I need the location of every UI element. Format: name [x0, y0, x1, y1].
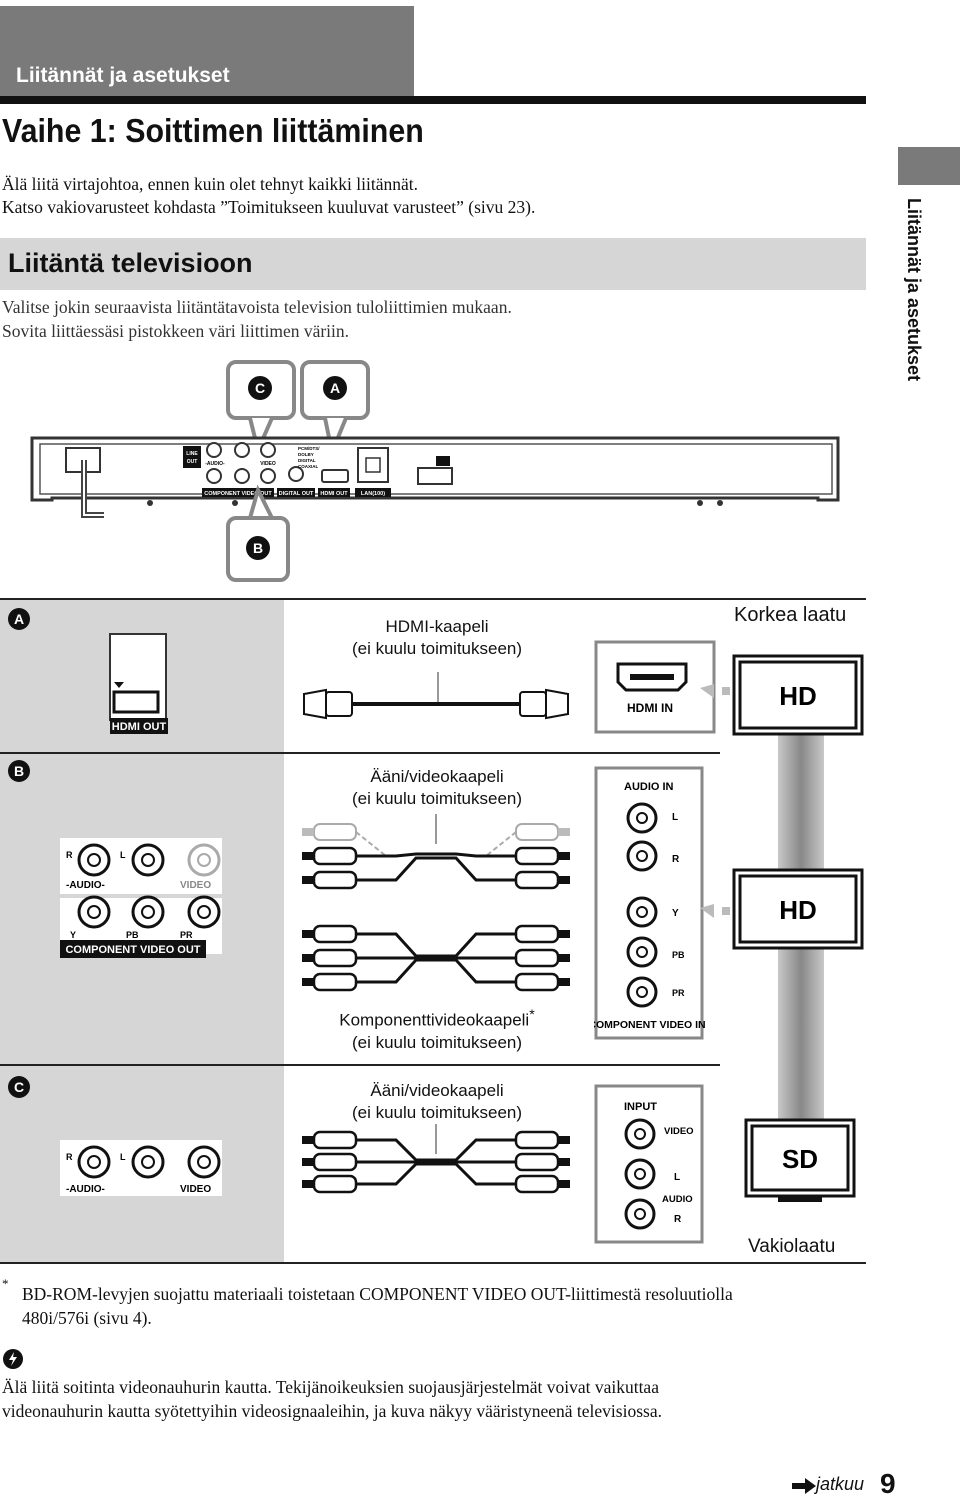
svg-text:COMPONENT VIDEO OUT: COMPONENT VIDEO OUT: [204, 491, 272, 497]
footnote-line-2: 480i/576i (sivu 4).: [22, 1308, 152, 1328]
player-hdmi-port: HDMI OUT: [109, 633, 168, 734]
continue-arrow-icon: [792, 1478, 816, 1494]
svg-text:AUDIO IN: AUDIO IN: [624, 781, 674, 793]
svg-text:VIDEO: VIDEO: [664, 1126, 694, 1137]
section-heading: Liitäntä televisioon: [8, 248, 253, 278]
svg-text:PCM/DTS/: PCM/DTS/: [298, 446, 320, 451]
svg-text:C: C: [255, 380, 265, 396]
svg-text:R: R: [66, 850, 73, 860]
svg-text:PB: PB: [126, 930, 139, 940]
sidebar-label: Liitännät ja asetukset: [904, 198, 924, 382]
intro-line-1: Älä liitä virtajohtoa, ennen kuin olet t…: [2, 174, 419, 194]
svg-text:COMPONENT VIDEO OUT: COMPONENT VIDEO OUT: [65, 944, 200, 956]
svg-text:Y: Y: [672, 908, 679, 919]
svg-text:-AUDIO-: -AUDIO-: [66, 1184, 105, 1195]
row-rule-top: [0, 598, 866, 600]
footnote-line-1: BD-ROM-levyjen suojattu materiaali toist…: [22, 1284, 733, 1304]
svg-text:VIDEO: VIDEO: [180, 1184, 211, 1195]
svg-text:HD: HD: [779, 681, 817, 711]
svg-text:R: R: [672, 854, 680, 865]
tv-sd-c: SD: [744, 1118, 856, 1202]
page-number: 9: [880, 1468, 896, 1499]
row-marker-c: C: [8, 1076, 30, 1098]
svg-text:Y: Y: [70, 930, 76, 940]
svg-text:DIGITAL: DIGITAL: [298, 458, 316, 463]
svg-text:L: L: [120, 1152, 126, 1162]
svg-text:LAN(100): LAN(100): [361, 491, 385, 497]
note-icon: [3, 1349, 23, 1369]
svg-text:-AUDIO-: -AUDIO-: [205, 461, 225, 467]
svg-text:DOLBY: DOLBY: [298, 452, 314, 457]
svg-text:HDMI OUT: HDMI OUT: [112, 721, 167, 733]
hdmi-cable: [303, 672, 569, 720]
svg-text:COMPONENT VIDEO IN: COMPONENT VIDEO IN: [594, 1019, 706, 1031]
tv-text-2: Sovita liittäessäsi pistokkeen väri liit…: [2, 321, 350, 341]
section-tab: Liitännät ja asetukset: [0, 6, 414, 96]
svg-text:HDMI OUT: HDMI OUT: [320, 491, 348, 497]
row-rule-bc: [0, 1064, 720, 1066]
player-c-jacks: R L -AUDIO- VIDEO: [60, 1140, 222, 1196]
component-cable-label: Komponenttivideokaapeli* (ei kuulu toimi…: [339, 1007, 535, 1052]
player-b-jacks: R L -AUDIO- VIDEO Y PB PR COMPONENT VIDE…: [60, 838, 222, 958]
svg-text:OUT: OUT: [187, 459, 198, 465]
hdmi-cable-label: HDMI-kaapeli(ei kuulu toimitukseen): [351, 617, 523, 658]
svg-text:LINE: LINE: [186, 451, 198, 457]
note-line-1: Älä liitä soitinta videonauhurin kautta.…: [2, 1377, 659, 1397]
svg-text:VIDEO: VIDEO: [180, 880, 211, 891]
note-line-2: videonauhurin kautta syötettyihin videos…: [2, 1401, 662, 1421]
svg-text:R: R: [674, 1214, 682, 1225]
tv-hd-b: HD: [700, 868, 864, 950]
tv-c-inputs: INPUT VIDEO L AUDIO R: [594, 1084, 704, 1244]
svg-text:A: A: [330, 380, 340, 396]
svg-text:COAXIAL: COAXIAL: [298, 464, 319, 469]
svg-text:HDMI IN: HDMI IN: [627, 701, 673, 715]
svg-text:B: B: [253, 540, 263, 556]
callout-b: B: [226, 484, 290, 582]
svg-text:PR: PR: [180, 930, 193, 940]
av-cable-label-c: Ääni/videokaapeli(ei kuulu toimitukseen): [351, 1081, 523, 1122]
svg-text:L: L: [672, 812, 678, 823]
svg-text:SD: SD: [782, 1144, 818, 1174]
row-marker-a: A: [8, 608, 30, 630]
av-cable-label-b: Ääni/videokaapeli(ei kuulu toimitukseen): [351, 767, 523, 808]
svg-text:-AUDIO-: -AUDIO-: [66, 880, 105, 891]
row-rule-ab: [0, 752, 720, 754]
row-marker-b: B: [8, 760, 30, 782]
footnote-mark: *: [2, 1276, 9, 1291]
av-cable-c: [302, 1124, 570, 1194]
tv-hd-a: HD: [700, 654, 864, 736]
tv-text-1: Valitse jokin seuraavista liitäntätavois…: [2, 297, 512, 317]
av-and-component-cables: [302, 814, 570, 992]
page-title: Vaihe 1: Soittimen liittäminen: [2, 112, 424, 149]
section-title: Liitännät ja asetukset: [16, 64, 230, 87]
sidebar-tab: [898, 147, 960, 185]
svg-text:R: R: [66, 1152, 73, 1162]
tv-b-inputs: AUDIO IN L R Y PB PR COMPONENT VIDEO IN: [594, 766, 706, 1040]
continue-label: jatkuu: [816, 1474, 865, 1494]
svg-text:L: L: [674, 1172, 680, 1183]
svg-text:PR: PR: [672, 988, 685, 998]
svg-text:HD: HD: [779, 895, 817, 925]
svg-text:PB: PB: [672, 950, 685, 960]
svg-text:VIDEO: VIDEO: [260, 461, 276, 467]
intro-line-2: Katso vakiovarusteet kohdasta ”Toimituks…: [2, 197, 536, 217]
quality-high-label: Korkea laatu: [734, 604, 847, 626]
tv-hdmi-port: HDMI IN: [594, 640, 716, 734]
svg-text:AUDIO: AUDIO: [662, 1194, 693, 1205]
svg-text:INPUT: INPUT: [624, 1101, 657, 1113]
player-rear-panel: C A LINE OUT -AUDIO- VIDEO COMPONENT VID…: [30, 360, 840, 582]
row-rule-bottom: [0, 1262, 866, 1264]
header-rule: [0, 96, 866, 104]
section-heading-bar: Liitäntä televisioon: [0, 238, 866, 290]
svg-text:L: L: [120, 850, 126, 860]
quality-standard-label: Vakiolaatu: [748, 1236, 836, 1257]
svg-text:DIGITAL OUT: DIGITAL OUT: [279, 491, 314, 497]
